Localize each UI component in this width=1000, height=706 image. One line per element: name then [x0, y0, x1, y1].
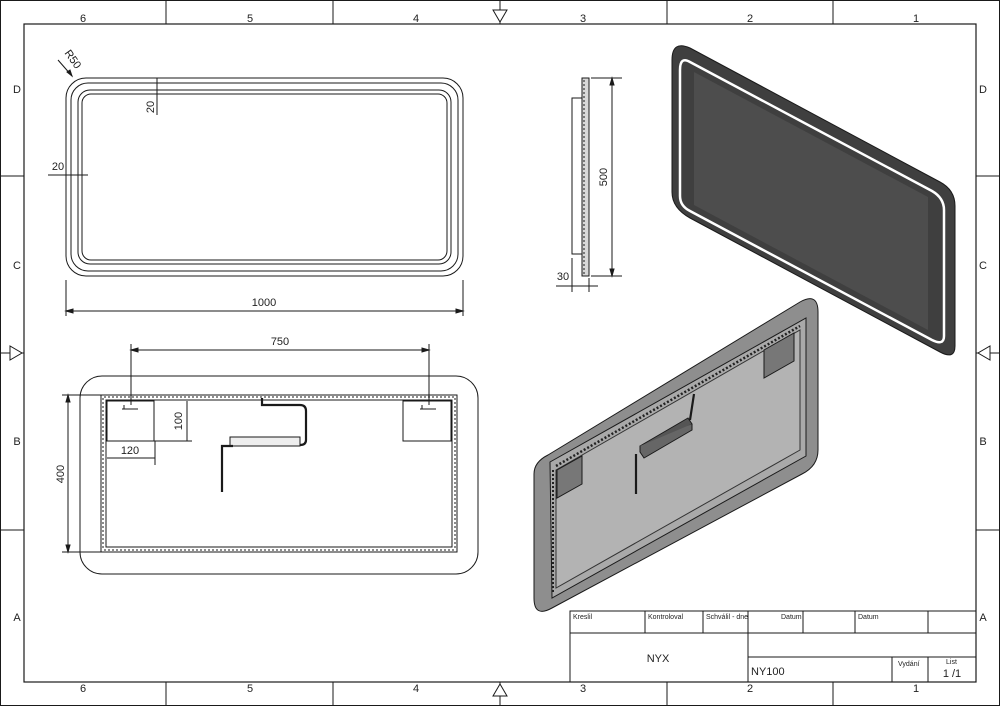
zone-col-label: 1	[913, 683, 919, 695]
mirror-outline	[65, 77, 464, 277]
zone-col-label: 1	[913, 13, 919, 25]
zone-row-label: D	[979, 84, 987, 96]
power-cable	[260, 398, 308, 447]
zone-row-label: C	[979, 260, 987, 272]
front-view	[48, 59, 465, 316]
zone-row-label: A	[13, 612, 21, 624]
zone-labels-bottom: 6 5 4 3 2 1	[80, 683, 919, 695]
sheet-number: 1 /1	[943, 668, 961, 680]
title-label-sheet: List	[946, 659, 957, 666]
rear-outline	[79, 375, 479, 575]
zone-col-label: 4	[413, 683, 419, 695]
iso-bracket-left	[556, 455, 583, 499]
iso-bracket-right	[763, 332, 795, 379]
zone-row-label: B	[13, 436, 20, 448]
product-name: NYX	[647, 653, 670, 665]
zone-col-label: 5	[247, 683, 253, 695]
side-view	[556, 76, 622, 292]
dim-bracket-height: 400	[55, 465, 67, 483]
isometric-front-view	[671, 45, 956, 356]
zone-col-label: 6	[80, 13, 86, 25]
dim-depth: 30	[557, 271, 569, 283]
zone-row-label: D	[13, 84, 21, 96]
led-driver	[229, 436, 301, 447]
zone-row-label: B	[979, 436, 986, 448]
zone-labels-right: D C B A	[979, 84, 987, 624]
mount-bracket-right	[402, 400, 452, 442]
zone-col-label: 6	[80, 683, 86, 695]
iso-front-led	[678, 59, 946, 344]
dim-bracket-offset: 120	[121, 445, 139, 457]
title-label-checked: Kontroloval	[648, 614, 683, 621]
title-label-drawn: Kreslil	[573, 614, 593, 621]
zone-col-label: 3	[580, 13, 586, 25]
dim-width: 1000	[252, 297, 276, 309]
zone-labels-left: D C B A	[13, 84, 21, 624]
title-label-approved: Schválil - dne	[706, 614, 748, 621]
rear-view	[62, 344, 479, 575]
zone-col-label: 5	[247, 13, 253, 25]
zone-col-label: 4	[413, 13, 419, 25]
mount-bracket-left	[106, 400, 155, 442]
zone-labels-top: 6 5 4 3 2 1	[80, 13, 919, 25]
dim-top-inset: 20	[145, 101, 157, 113]
product-code: NY100	[751, 666, 785, 678]
title-block	[569, 610, 977, 683]
zone-row-label: A	[979, 612, 987, 624]
dim-height: 500	[598, 168, 610, 186]
dim-bracket-span: 750	[271, 336, 289, 348]
isometric-rear-view	[533, 298, 819, 612]
dim-bracket-drop: 100	[173, 412, 185, 430]
led-strip	[77, 89, 452, 265]
zone-col-label: 2	[747, 683, 753, 695]
zone-row-label: C	[13, 260, 21, 272]
zone-col-label: 2	[747, 13, 753, 25]
dim-side-inset: 20	[52, 161, 64, 173]
zone-col-label: 3	[580, 683, 586, 695]
title-label-date-1: Datum	[781, 614, 802, 621]
title-label-date-2: Datum	[858, 614, 879, 621]
title-label-issue: Vydání	[898, 661, 920, 668]
rear-frame	[100, 394, 458, 553]
